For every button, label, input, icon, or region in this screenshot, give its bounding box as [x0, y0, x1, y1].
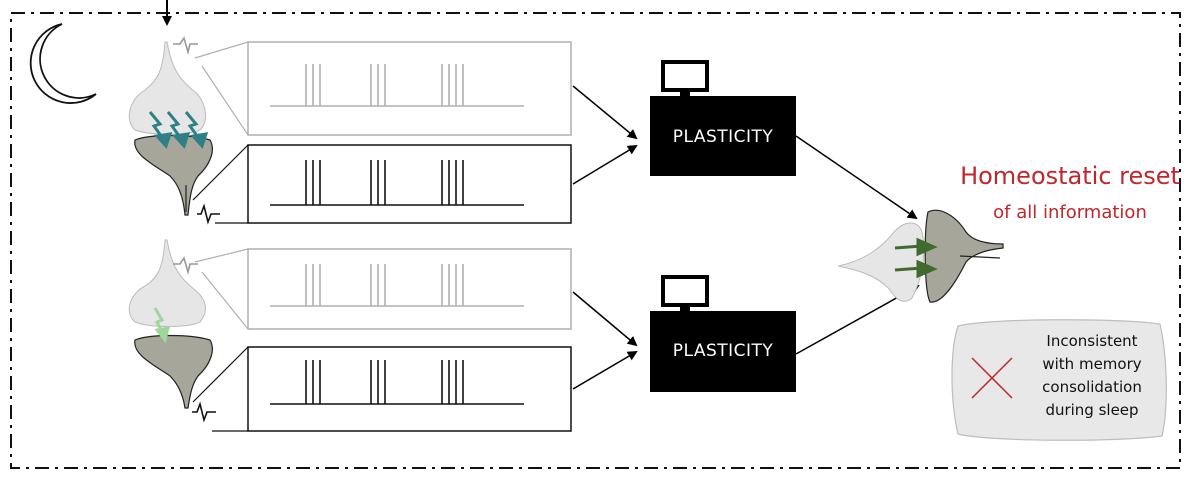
- monitor-icon: [661, 60, 709, 92]
- arrow-pre2-plasticity: [572, 291, 638, 347]
- note-line-4: during sleep: [1045, 401, 1138, 419]
- spike-train-pre-1: [194, 41, 572, 136]
- plasticity-label: PLASTICITY: [673, 341, 774, 361]
- pre-spike-icon: [173, 256, 198, 276]
- plasticity-box-2: PLASTICITY: [650, 275, 796, 392]
- output-neuron-pair: [837, 209, 1004, 303]
- spike-train-post-2: [192, 346, 572, 432]
- output-synapse-icon: [894, 237, 938, 279]
- homeostatic-title: Homeostatic reset: [960, 162, 1180, 190]
- post-spike-icon: [197, 203, 220, 225]
- cross-icon: [971, 357, 1013, 399]
- presynaptic-neuron: [128, 239, 206, 327]
- strong-synapse-icon: [148, 111, 209, 149]
- spike-train-post-1: [192, 144, 572, 224]
- note-line-2: with memory: [1042, 355, 1141, 373]
- plasticity-box-1: PLASTICITY: [650, 60, 796, 176]
- inconsistency-note: Inconsistent with memory consolidation d…: [951, 319, 1167, 441]
- arrow-post2-plasticity: [572, 350, 638, 390]
- arrow-post1-plasticity: [572, 144, 638, 185]
- note-line-1: Inconsistent: [1046, 332, 1137, 350]
- neuron-pair-weak: [128, 239, 216, 423]
- postsynaptic-neuron: [134, 134, 213, 216]
- homeostatic-subtitle: of all information: [993, 202, 1147, 223]
- weak-synapse-icon: [153, 307, 171, 344]
- presynaptic-neuron: [128, 41, 206, 135]
- plasticity-label: PLASTICITY: [673, 127, 774, 147]
- postsynaptic-neuron: [134, 334, 213, 409]
- spike-train-pre-2: [194, 248, 572, 330]
- neuron-pair-strong: [128, 36, 220, 225]
- arrow-pre1-plasticity: [572, 85, 638, 140]
- arrow-plasticity1-output: [795, 135, 918, 220]
- monitor-icon: [661, 275, 709, 307]
- pre-spike-icon: [173, 36, 198, 56]
- presynaptic-neuron: [837, 222, 925, 302]
- note-line-3: consolidation: [1042, 378, 1142, 396]
- moon-icon: [29, 23, 97, 104]
- sleep-frame: [10, 12, 1181, 469]
- post-spike-icon: [192, 401, 216, 423]
